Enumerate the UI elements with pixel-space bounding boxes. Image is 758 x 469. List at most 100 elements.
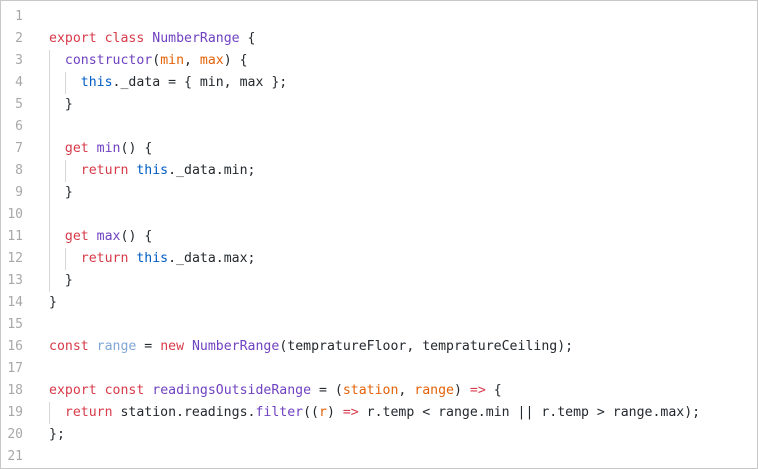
code-token: () { <box>120 141 153 156</box>
code-token <box>89 141 97 156</box>
code-line[interactable]: 19 return station.readings.filter((r) =>… <box>1 402 757 424</box>
code-token <box>49 251 81 266</box>
code-token: => <box>469 383 486 398</box>
indent-guide <box>65 72 67 94</box>
code-token: { <box>239 31 256 46</box>
code-token: this <box>80 75 113 90</box>
code-token: () { <box>120 229 153 244</box>
code-line[interactable]: 3 constructor(min, max) { <box>1 50 757 72</box>
code-token: => <box>342 405 359 420</box>
code-token: const <box>104 383 145 398</box>
code-token: min <box>160 53 185 68</box>
code-line[interactable]: 1 <box>1 6 757 28</box>
code-token: ) <box>326 405 343 420</box>
indent-guide <box>49 182 50 204</box>
code-token: station.readings. <box>112 405 256 420</box>
code-token <box>49 229 65 244</box>
code-token <box>49 141 65 156</box>
code-token <box>89 339 97 354</box>
code-token: ( <box>152 53 161 68</box>
code-token <box>49 75 81 90</box>
code-line[interactable]: 13 } <box>1 270 757 292</box>
code-line[interactable]: 4 this._data = { min, max }; <box>1 72 757 94</box>
code-token: range <box>414 383 454 398</box>
code-line[interactable]: 14} <box>1 292 757 314</box>
indent-guide <box>49 94 50 116</box>
code-text: } <box>49 270 73 292</box>
code-token: } <box>49 295 57 310</box>
code-line[interactable]: 5 } <box>1 94 757 116</box>
code-token: class <box>104 31 145 46</box>
code-text: return station.readings.filter((r) => r.… <box>49 402 700 424</box>
code-line[interactable]: 12 return this._data.max; <box>1 248 757 270</box>
code-token: this <box>136 251 169 266</box>
indent-guide <box>49 270 50 292</box>
code-token: = ( <box>311 383 343 398</box>
code-text: } <box>49 94 73 116</box>
code-token: readingsOutsideRange <box>152 383 312 398</box>
indent-guide <box>49 226 50 248</box>
line-number: 10 <box>7 207 23 222</box>
indent-guide <box>49 248 50 270</box>
code-text: } <box>49 292 57 314</box>
code-line[interactable]: 17 <box>1 358 757 380</box>
code-token: max <box>96 229 121 244</box>
code-text: export const readingsOutsideRange = (sta… <box>49 380 502 402</box>
indent-guide <box>65 160 67 182</box>
code-line[interactable]: 9 } <box>1 182 757 204</box>
code-token: station <box>342 383 399 398</box>
code-token: get <box>64 229 89 244</box>
code-text: get max() { <box>49 226 152 248</box>
code-token: (tempratureFloor, tempratureCeiling); <box>279 339 574 354</box>
indent-guide <box>49 50 50 72</box>
code-token <box>184 339 192 354</box>
code-line[interactable]: 15 <box>1 314 757 336</box>
code-token: const <box>49 339 89 354</box>
line-number: 1 <box>15 9 23 24</box>
code-token: } <box>49 273 73 288</box>
code-token: r.temp < range.min || r.temp > range.max… <box>358 405 701 420</box>
code-token: export <box>49 31 97 46</box>
line-number: 19 <box>7 405 23 420</box>
line-number: 5 <box>15 97 23 112</box>
code-line[interactable]: 8 return this._data.min; <box>1 160 757 182</box>
indent-guide <box>65 248 67 270</box>
code-line[interactable]: 16 const range = new NumberRange(tempratu… <box>1 336 757 358</box>
code-token: export <box>49 383 97 398</box>
code-line[interactable]: 10 <box>1 204 757 226</box>
line-number: 7 <box>15 141 23 156</box>
code-token <box>49 405 65 420</box>
code-token <box>49 163 81 178</box>
code-token: } <box>49 185 73 200</box>
code-line[interactable]: 21 <box>1 446 757 468</box>
code-line[interactable]: 20}; <box>1 424 757 446</box>
line-number: 18 <box>7 383 23 398</box>
line-number: 13 <box>7 273 23 288</box>
indent-guide <box>49 204 50 226</box>
line-number: 2 <box>15 31 23 46</box>
code-token: = <box>136 339 161 354</box>
code-text: const range = new NumberRange(temprature… <box>49 336 573 358</box>
code-token: ) { <box>223 53 248 68</box>
line-number: 17 <box>7 361 23 376</box>
code-token: return <box>80 251 129 266</box>
code-token: return <box>64 405 113 420</box>
code-token: ._data.min; <box>168 163 256 178</box>
code-token <box>97 383 105 398</box>
code-line[interactable]: 7 get min() { <box>1 138 757 160</box>
code-line[interactable]: 18 export const readingsOutsideRange = (s… <box>1 380 757 402</box>
line-number: 16 <box>7 339 23 354</box>
code-token: (( <box>303 405 319 420</box>
line-number: 15 <box>7 317 23 332</box>
code-line[interactable]: 11 get max() { <box>1 226 757 248</box>
code-token: ._data = { min, max }; <box>112 75 288 90</box>
line-number: 21 <box>7 449 23 464</box>
line-number: 14 <box>7 295 23 310</box>
code-line[interactable]: 6 <box>1 116 757 138</box>
code-token: ) <box>453 383 470 398</box>
line-number: 11 <box>7 229 23 244</box>
code-token: , <box>184 53 200 68</box>
